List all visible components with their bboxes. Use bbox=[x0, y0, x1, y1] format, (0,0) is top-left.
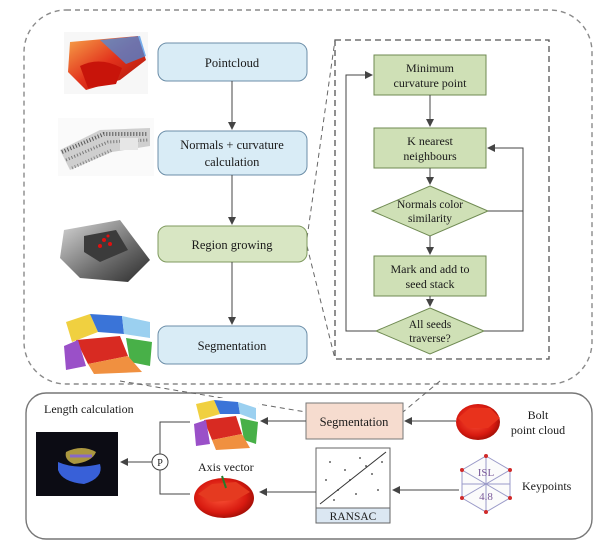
all-seeds-line2: traverse? bbox=[409, 333, 451, 345]
hex-text-top: ISL bbox=[478, 467, 495, 479]
min-curvature-box bbox=[373, 54, 487, 96]
min-curvature-line1: Minimum bbox=[406, 61, 455, 75]
bottom-panel-border bbox=[25, 392, 593, 540]
normals-color-decision bbox=[370, 185, 490, 237]
top-panel-border bbox=[23, 9, 593, 385]
bolt-thumbnail bbox=[456, 404, 500, 440]
ransac-label: RANSAC bbox=[330, 511, 377, 523]
min-curvature-line2: curvature point bbox=[394, 76, 468, 90]
normals-label-line2: calculation bbox=[205, 155, 261, 169]
length-calc-label: Length calculation bbox=[44, 402, 134, 416]
all-seeds-line1: All seeds bbox=[409, 319, 452, 331]
link-line-right bbox=[402, 380, 441, 413]
normals-label-line1: Normals + curvature bbox=[180, 138, 284, 152]
axis-vector-label: Axis vector bbox=[198, 460, 254, 474]
mark-add-line2: seed stack bbox=[406, 277, 455, 291]
region-growing-label: Region growing bbox=[192, 238, 274, 252]
axis-vector-thumbnail bbox=[194, 475, 254, 518]
bottom-segmentation-thumbnail bbox=[192, 398, 258, 450]
region-growing-thumbnail bbox=[58, 218, 154, 284]
pointcloud-thumbnail bbox=[64, 32, 148, 94]
segmentation-label: Segmentation bbox=[198, 339, 267, 353]
bottom-segmentation-box bbox=[305, 402, 404, 440]
detail-panel-border bbox=[334, 39, 550, 360]
keypoints-hexagon bbox=[460, 454, 512, 514]
pointcloud-label: Pointcloud bbox=[205, 56, 260, 70]
segmentation-box bbox=[157, 325, 308, 365]
zoom-line-bottom bbox=[306, 245, 336, 360]
mark-add-line1: Mark and add to bbox=[391, 262, 470, 276]
segmentation-thumbnail bbox=[62, 312, 158, 374]
loop-normals-to-knn bbox=[487, 144, 524, 212]
bottom-segmentation-label: Segmentation bbox=[320, 415, 389, 429]
normals-thumbnail bbox=[58, 118, 154, 176]
knn-line2: neighbours bbox=[403, 149, 457, 163]
loop-seeds-to-knn bbox=[484, 211, 524, 332]
all-seeds-decision bbox=[374, 307, 486, 355]
knn-line1: K nearest bbox=[407, 134, 453, 148]
hex-text-mid: 4.8 bbox=[479, 491, 493, 503]
line-seg-to-p bbox=[159, 421, 190, 454]
ransac-panel bbox=[315, 447, 391, 509]
line-axis-to-p bbox=[159, 470, 190, 495]
keypoints-label: Keypoints bbox=[522, 479, 572, 493]
p-node-label: P bbox=[157, 458, 163, 469]
length-calc-thumbnail bbox=[36, 432, 118, 496]
bolt-label-line2: point cloud bbox=[511, 423, 565, 437]
zoom-line-top bbox=[306, 39, 336, 239]
mark-add-box bbox=[373, 255, 487, 297]
bolt-label-line1: Bolt bbox=[528, 408, 549, 422]
ransac-label-box bbox=[315, 507, 391, 524]
knn-box bbox=[373, 127, 487, 169]
normals-color-line1: Normals color bbox=[397, 199, 463, 211]
normals-color-line2: similarity bbox=[408, 213, 452, 225]
link-line-left bbox=[119, 380, 307, 413]
loop-seeds-to-min bbox=[345, 71, 376, 332]
